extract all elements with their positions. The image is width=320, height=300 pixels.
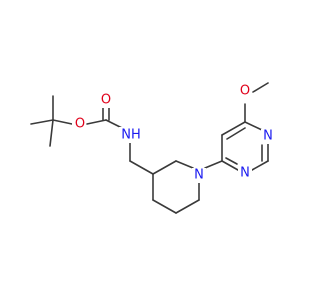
bond-tbu-methyl-left xyxy=(30,119,54,125)
bond-pyr-c5-to-c6-b xyxy=(226,127,246,140)
bonds xyxy=(30,82,269,214)
atom-labels: O O NH N O N N xyxy=(72,84,275,183)
bond-methoxy-o-to-ch3 xyxy=(252,82,269,93)
methoxy-oxygen-label: O xyxy=(240,84,250,99)
ester-oxygen-label: O xyxy=(75,117,85,132)
carbonyl-oxygen-label: O xyxy=(101,93,111,108)
piperidine-n-label: N xyxy=(194,168,204,183)
molecule-canvas: O O NH N O N N xyxy=(30,82,275,214)
pyrimidine-n3-label: N xyxy=(240,166,250,181)
bond-c3-to-c2 xyxy=(152,160,177,175)
bond-tbu-to-ester-o xyxy=(52,119,73,125)
amide-nh-label: NH xyxy=(121,128,141,143)
molecule-structure: O O NH N O N N xyxy=(30,82,275,214)
bond-pyr-c5-to-c6-a xyxy=(221,121,246,136)
bond-pyr-n3-to-c4-a xyxy=(221,160,239,171)
bond-n1-to-pyrimidine-c4 xyxy=(204,160,223,169)
bond-ch2-to-c3 xyxy=(129,160,154,175)
bond-c2-to-n1 xyxy=(175,160,194,169)
bond-carbonyl-c-to-nh xyxy=(105,119,123,129)
pyrimidine-n1-label: N xyxy=(263,129,273,144)
bond-tbu-methyl-bottom xyxy=(49,119,54,147)
bond-c5-to-c4 xyxy=(152,199,177,214)
bond-pyr-c2-to-n3 xyxy=(251,160,269,171)
bond-pyr-n3-to-c4-b xyxy=(225,157,238,165)
bond-pyr-c6-to-n1 xyxy=(244,121,263,131)
bond-c6-to-c5 xyxy=(175,199,200,214)
